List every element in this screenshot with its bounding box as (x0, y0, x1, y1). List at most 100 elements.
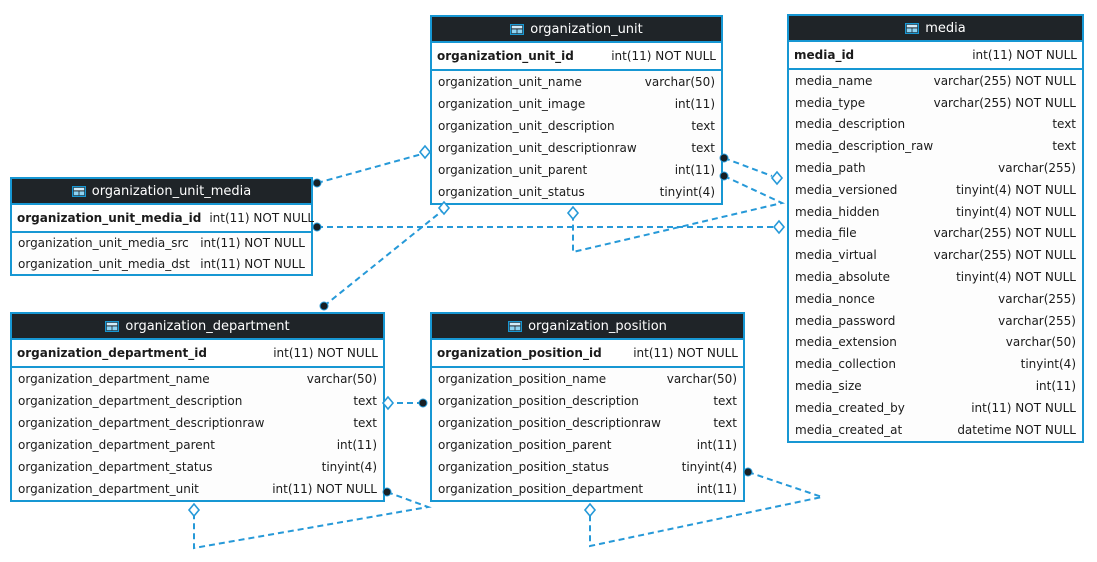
primary-key-type: int(11) NOT NULL (273, 346, 378, 360)
column-type: text (1052, 139, 1076, 154)
table-icon-cell (509, 325, 515, 330)
column-type: tinyint(4) (659, 185, 715, 199)
table-icon-cell (511, 24, 524, 34)
fk-endpoint-dot (743, 467, 753, 477)
column-type: int(11) (674, 163, 715, 177)
column-row: organization_unit_descriptionraw text (432, 137, 721, 159)
table-icon-cell (72, 186, 85, 196)
table-icon-cell (512, 25, 523, 28)
column-type: text (691, 141, 715, 155)
primary-key-type: int(11) NOT NULL (972, 48, 1077, 62)
table-icon (905, 22, 920, 34)
fk-endpoint-dot (312, 222, 322, 232)
table-icon-cell (112, 325, 118, 330)
column-name: organization_department_status (18, 460, 213, 474)
table-icon-cell (517, 28, 523, 33)
table-icon-cell (106, 321, 119, 331)
column-name: media_nonce (795, 291, 875, 306)
column-name: organization_unit_media_dst (18, 256, 190, 271)
primary-key-name: media_id (794, 48, 855, 62)
column-row: organization_unit_status tinyint(4) (432, 181, 721, 203)
primary-key-type: int(11) NOT NULL (633, 346, 738, 360)
fk-endpoint-dot (312, 178, 322, 188)
column-name: organization_department_description (18, 394, 243, 408)
table-organization_position[interactable]: organization_position organization_positi… (430, 312, 745, 502)
column-rows: organization_unit_media_src int(11) NOT N… (12, 233, 311, 274)
primary-key-name: organization_unit_media_id (17, 211, 202, 225)
primary-key-name: organization_position_id (437, 346, 602, 360)
table-icon-cell (907, 24, 918, 27)
relationship-organization_unit_image-media (719, 153, 784, 186)
table-icon-cell (509, 322, 521, 325)
column-name: media_virtual (795, 248, 877, 263)
table-icon-cell (907, 27, 912, 32)
table-icon-cell (73, 190, 79, 195)
table-header[interactable]: organization_department (12, 314, 383, 340)
column-type: varchar(255) (998, 291, 1076, 306)
column-type: tinyint(4) NOT NULL (956, 204, 1076, 219)
relationship-line (723, 157, 773, 177)
column-name: media_created_at (795, 422, 903, 437)
column-type: text (353, 394, 377, 408)
column-type: int(11) (1035, 379, 1076, 394)
ref-endpoint-diamond (187, 502, 201, 518)
column-name: organization_department_descriptionraw (18, 416, 265, 430)
table-icon-cell (512, 28, 517, 33)
column-row: media_description_raw text (789, 135, 1082, 158)
column-name: media_collection (795, 357, 896, 372)
column-type: tinyint(4) NOT NULL (956, 182, 1076, 197)
column-name: organization_unit_descriptionraw (438, 141, 637, 155)
column-name: organization_position_description (438, 394, 639, 408)
table-icon-cell (515, 325, 521, 330)
table-header[interactable]: organization_position (432, 314, 743, 340)
column-type: varchar(255) NOT NULL (933, 73, 1076, 88)
column-name: organization_unit_status (438, 185, 585, 199)
column-name: organization_unit_image (438, 97, 586, 111)
ref-endpoint-diamond (583, 502, 597, 518)
table-header[interactable]: media (789, 16, 1082, 42)
table-header[interactable]: organization_unit_media (12, 179, 311, 205)
column-type: varchar(50) (666, 372, 737, 386)
table-title: organization_department (125, 318, 290, 334)
column-name: organization_department_parent (18, 438, 215, 452)
column-row: organization_unit_media_dst int(11) NOT N… (12, 253, 311, 274)
column-type: int(11) (674, 97, 715, 111)
column-type: varchar(255) NOT NULL (933, 226, 1076, 241)
table-organization_unit_media[interactable]: organization_unit_media organization_unit… (10, 177, 315, 276)
column-name: organization_unit_name (438, 75, 582, 89)
column-name: organization_unit_parent (438, 163, 588, 177)
column-name: media_hidden (795, 204, 880, 219)
table-icon-cell (906, 23, 919, 33)
column-type: tinyint(4) (1020, 357, 1076, 372)
column-type: int(11) NOT NULL (200, 256, 305, 271)
primary-key-type: int(11) NOT NULL (209, 211, 315, 225)
table-organization_department[interactable]: organization_department organization_depa… (10, 312, 385, 502)
column-name: media_description_raw (795, 139, 934, 154)
table-header[interactable]: organization_unit (432, 17, 721, 43)
column-row: media_nonce varchar(255) (789, 287, 1082, 310)
column-type: varchar(50) (644, 75, 715, 89)
column-row: organization_unit_image int(11) (432, 93, 721, 115)
column-name: media_created_by (795, 400, 905, 415)
column-name: organization_unit_media_src (18, 236, 189, 251)
table-title: organization_position (528, 318, 667, 334)
column-type: tinyint(4) (681, 460, 737, 474)
column-type: int(11) (336, 438, 377, 452)
